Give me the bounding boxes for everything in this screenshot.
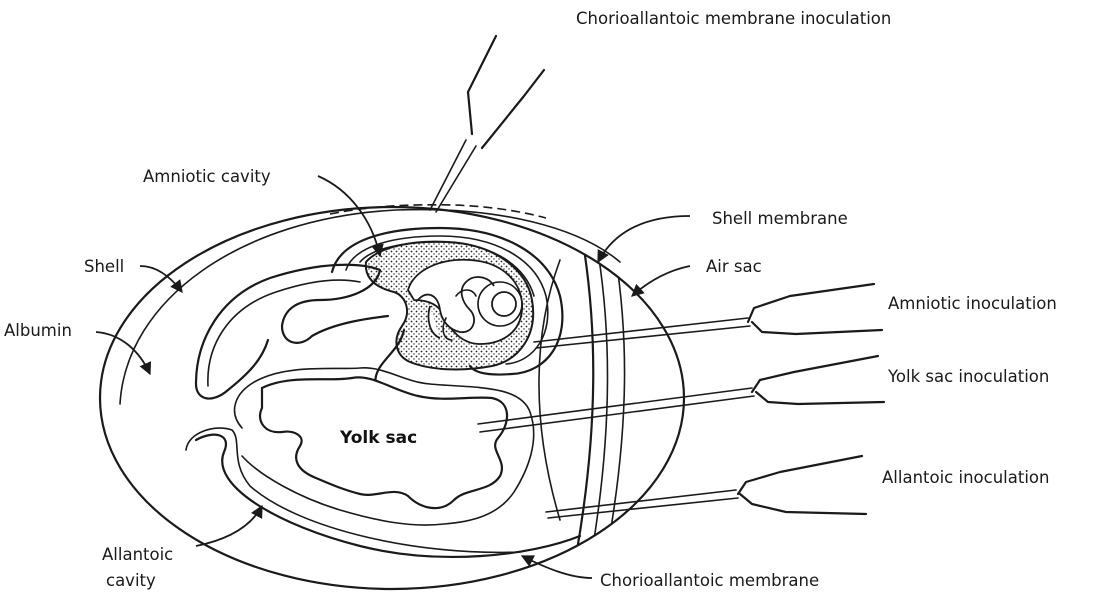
label-chorioallantoic-membrane: Chorioallantoic membrane	[600, 571, 819, 590]
label-shell: Shell	[84, 257, 124, 276]
label-cam-inoculation: Chorioallantoic membrane inoculation	[576, 9, 891, 28]
cam-arrow	[522, 556, 592, 578]
label-albumin: Albumin	[4, 321, 72, 340]
embryo-eye	[492, 292, 516, 316]
albumin-pocket-bottom	[196, 340, 268, 399]
cam-inner-arc	[539, 260, 560, 520]
label-allantoic-cavity-line1: Allantoic	[102, 545, 173, 564]
label-shell-membrane: Shell membrane	[712, 209, 848, 228]
amniotic-cavity-arrow	[318, 176, 380, 256]
label-allantoic-inoculation: Allantoic inoculation	[882, 468, 1049, 487]
cam-syringe	[430, 36, 544, 212]
air-sac-boundary-3	[608, 246, 625, 546]
allantoic-syringe	[546, 456, 866, 518]
label-amniotic-cavity: Amniotic cavity	[143, 167, 271, 186]
label-yolk-sac-inoculation: Yolk sac inoculation	[887, 367, 1049, 386]
amniotic-syringe	[534, 284, 882, 348]
label-amniotic-inoculation: Amniotic inoculation	[888, 294, 1057, 313]
label-yolk-sac: Yolk sac	[339, 428, 417, 448]
air-sac-arrow	[632, 266, 690, 296]
label-air-sac: Air sac	[706, 257, 762, 276]
label-allantoic-cavity-line2: cavity	[106, 571, 156, 590]
allantoic-cavity-arrow	[196, 506, 262, 546]
cam-dashed-layer	[330, 205, 546, 218]
